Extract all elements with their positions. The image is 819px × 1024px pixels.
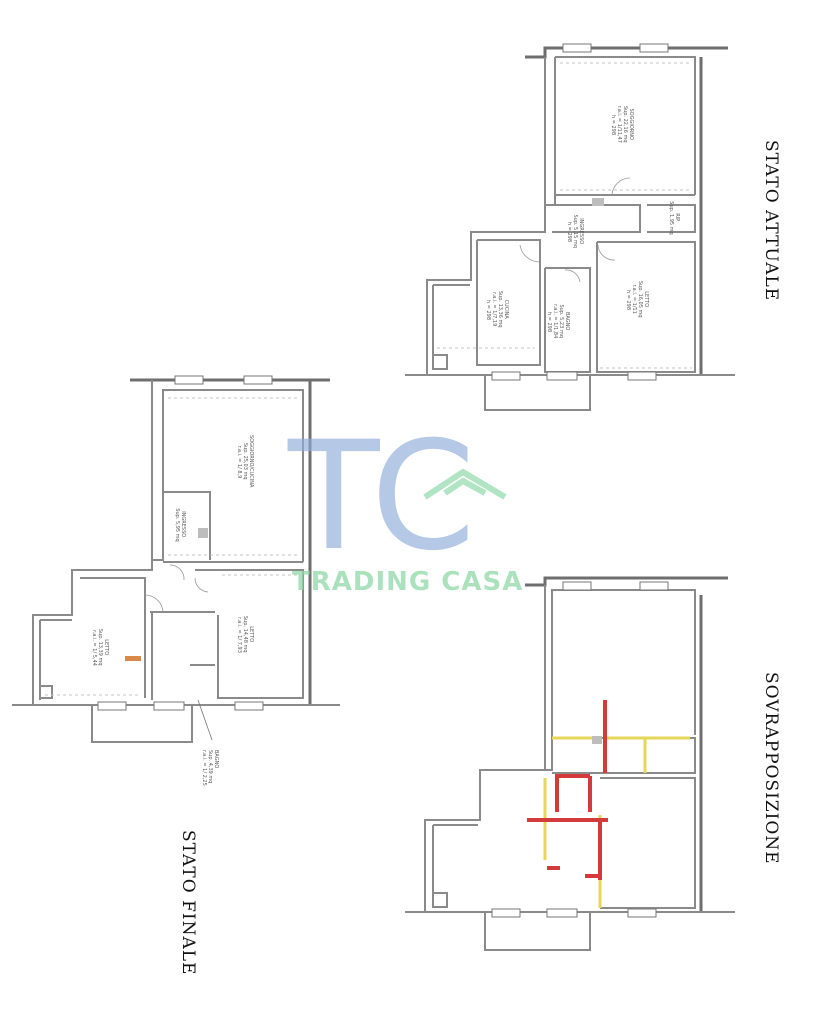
logo-roof [423, 468, 507, 500]
attuale-soggiorno-label: SOGGIORNO Sup. 22,16 mq r.a.i. = 1/11,47… [610, 106, 634, 145]
stato-attuale-plan: SOGGIORNO Sup. 22,16 mq r.a.i. = 1/11,47… [405, 43, 735, 411]
new-walls [543, 736, 690, 908]
title-stato-attuale: STATO ATTUALE [761, 140, 781, 301]
attuale-letto-label: LETTO Sup. 16,05 mq r.a.i. = 1/11 h = 29… [625, 281, 649, 319]
attuale-ingresso-label: INGRESSO Sup. 5,15 mq h = 298 [566, 214, 584, 249]
attuale-cucina-label: CUCINA Sup. 13,36 mq r.a.i. = 1/7,19 h =… [485, 291, 509, 329]
demolished-walls [527, 700, 608, 880]
finale-letto2-label: LETTO Sup. 14,48 mq r.a.i. = 1/ 7,93 [236, 616, 254, 654]
sovrapposizione-plan [405, 576, 735, 951]
finale-bagno-label: BAGNO Sup. 4,39 mq r.a.i. = 1/ 2,25 [201, 750, 219, 786]
stato-finale-plan: SOGGIORNO/CUCINA Sup. 25,03 mq r.a.i. = … [12, 375, 340, 786]
finale-soggiorno-label: SOGGIORNO/CUCINA Sup. 25,03 mq r.a.i. = … [236, 435, 254, 489]
title-stato-finale: STATO FINALE [178, 830, 198, 975]
attuale-bagno-label: BAGNO Sup. 5,23 mq r.a.i. = 1/1,84 h = 2… [546, 304, 570, 340]
title-sovrapposizione: SOVRAPPOSIZIONE [761, 672, 781, 865]
logo-text: TRADING CASA [292, 567, 523, 597]
finale-ingresso-label: INGRESSO Sup. 5,95 mq [174, 508, 186, 541]
trading-casa-logo: TC TRADING CASA [287, 410, 523, 597]
logo-letters: TC [287, 410, 476, 584]
finale-letto1-label: LETTO Sup. 13,39 mq r.a.i. = 1/ 5,44 [91, 629, 109, 667]
attuale-rip-label: RIP Sup. 1,95 mq [668, 201, 680, 234]
